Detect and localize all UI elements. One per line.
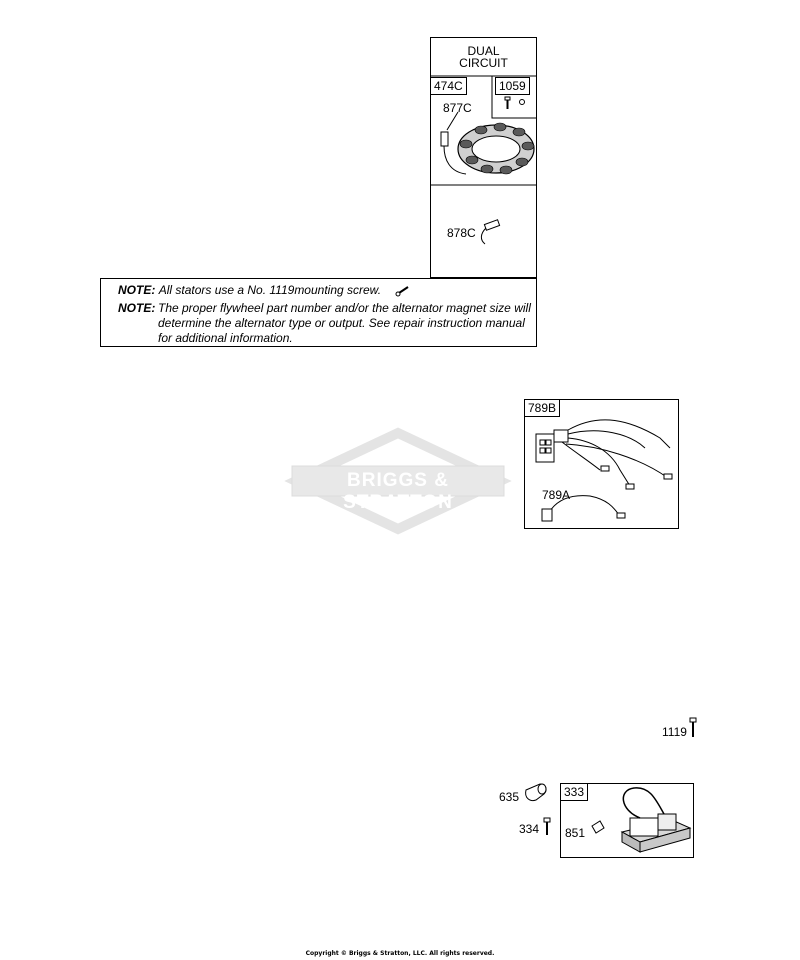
harness-789a-label: 789A <box>542 488 571 502</box>
note-2-line-1: The proper flywheel part number and/or t… <box>158 301 531 315</box>
notes-box <box>100 278 537 347</box>
stator-title-line1: DUAL <box>467 44 500 58</box>
note-1-prefix: NOTE: <box>118 283 156 297</box>
note-2-line-2: determine the alternator type or output.… <box>158 316 525 330</box>
part-851-label: 851 <box>565 826 586 840</box>
stator-assembly-tag: 474C <box>430 77 467 95</box>
stator-panel <box>430 37 537 278</box>
copyright-notice: Copyright © Briggs & Stratton, LLC. All … <box>305 950 495 957</box>
note-2-prefix: NOTE: <box>118 301 156 315</box>
note-2-line-3: for additional information. <box>158 331 293 345</box>
ignition-333-tag: 333 <box>560 783 589 801</box>
connector-878c-label: 878C <box>447 226 476 240</box>
stator-877c-label: 877C <box>443 101 472 115</box>
screw-1119-label: 1119 <box>662 725 687 739</box>
screw-1059-tag: 1059 <box>495 77 530 95</box>
harness-panel <box>524 399 679 529</box>
note-1-text: All stators use a No. 1119mounting screw… <box>158 283 382 297</box>
note-1: NOTE: All stators use a No. 1119mounting… <box>118 283 381 298</box>
stator-panel-title: DUAL CIRCUIT <box>430 45 537 69</box>
watermark-text: BRIGGS & STRATTON <box>343 470 453 513</box>
note-2-body: The proper flywheel part number and/or t… <box>158 301 531 346</box>
part-635-label: 635 <box>499 790 520 804</box>
part-334-label: 334 <box>519 822 540 836</box>
harness-789b-tag: 789B <box>524 399 561 417</box>
ignition-module-panel <box>560 783 694 858</box>
note-2: NOTE: <box>118 301 155 316</box>
stator-title-line2: CIRCUIT <box>459 56 508 70</box>
